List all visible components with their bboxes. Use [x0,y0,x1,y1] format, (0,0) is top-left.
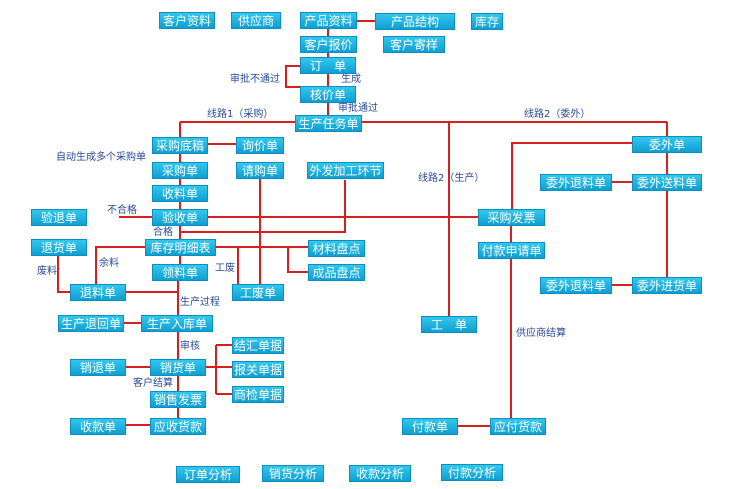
node-receiving[interactable]: 收料单 [152,185,208,202]
connector [57,255,70,293]
node-inventory-detail[interactable]: 库存明细表 [145,239,216,256]
node-production-in[interactable]: 生产入库单 [141,315,213,332]
node-inspection-return[interactable]: 验退单 [31,209,87,226]
edge-label-surplus: 余料 [99,258,119,269]
node-product-info[interactable]: 产品资料 [300,12,357,29]
connector [180,180,346,233]
node-finished-count[interactable]: 成品盘点 [308,264,365,281]
edge-label-waste: 废料 [37,266,57,277]
node-sales-invoice[interactable]: 销售发票 [150,391,206,408]
node-picking[interactable]: 领料单 [152,264,208,281]
connector [287,247,308,273]
node-customer-info[interactable]: 客户资料 [159,12,215,29]
edge-label-generate: 生成 [341,74,361,85]
edge-label-approved: 审批通过 [338,103,378,114]
node-outsource-send-material[interactable]: 委外送料单 [632,174,702,191]
node-production-return[interactable]: 生产退回单 [58,315,124,332]
node-requisition[interactable]: 请购单 [236,162,284,179]
node-inquiry[interactable]: 询价单 [236,137,284,154]
node-summary-doc[interactable]: 结汇单据 [232,337,284,354]
node-pricing-sheet[interactable]: 核价单 [300,86,356,103]
node-sales[interactable]: 销货单 [150,359,206,376]
node-order[interactable]: 订 单 [300,57,356,74]
node-outsource-order[interactable]: 委外单 [632,136,702,153]
node-payment-request[interactable]: 付款申请单 [478,242,545,259]
edge-label-review: 审核 [180,341,200,352]
node-goods-return[interactable]: 退货单 [31,239,87,256]
connector [285,65,300,88]
edge-label-route2-production: 线路2（生产） [418,173,485,184]
node-payment-analysis[interactable]: 付款分析 [441,464,503,481]
node-collection[interactable]: 收款单 [70,418,126,435]
node-inventory[interactable]: 库存 [471,13,503,30]
edge-label-customer-settlement: 客户结算 [133,378,173,389]
node-outsource-in[interactable]: 委外进货单 [632,277,702,294]
node-sales-analysis[interactable]: 销货分析 [262,465,324,482]
node-outsource-return-2[interactable]: 委外退料单 [540,277,612,294]
node-receivable[interactable]: 应收货款 [150,418,206,435]
node-order-analysis[interactable]: 订单分析 [176,466,240,483]
node-customer-sample[interactable]: 客户寄样 [383,36,445,53]
edge-label-approval-rejected: 审批不通过 [230,74,280,85]
edge-label-rejected-quality: 不合格 [107,205,137,216]
node-supplier[interactable]: 供应商 [231,12,281,29]
edge-label-auto-generate: 自动生成多个采购单 [56,152,146,163]
node-inspection-receipt[interactable]: 验收单 [152,209,208,226]
node-material-return[interactable]: 退料单 [70,284,126,301]
node-purchase-order[interactable]: 采购单 [152,162,208,179]
node-work-order[interactable]: 工 单 [421,316,477,333]
node-product-structure[interactable]: 产品结构 [375,13,455,30]
edge-label-route1: 线路1（采购） [207,109,274,120]
edge-label-route2-outsource: 线路2（委外） [524,109,591,120]
edge-label-work-waste: 工废 [215,263,235,274]
node-outsource-process[interactable]: 外发加工环节 [307,162,384,179]
node-scrap[interactable]: 工废单 [232,284,284,301]
node-payment[interactable]: 付款单 [402,418,458,435]
node-sales-return[interactable]: 销退单 [70,359,126,376]
edge-label-qualified: 合格 [153,227,173,238]
node-outsource-return-material[interactable]: 委外退料单 [540,174,612,191]
node-inspection-doc[interactable]: 商检单据 [232,386,284,403]
node-purchase-invoice[interactable]: 采购发票 [478,209,545,226]
edge-label-production-process: 生产过程 [180,297,220,308]
node-collection-analysis[interactable]: 收款分析 [349,465,411,482]
node-customs-doc[interactable]: 报关单据 [232,361,284,378]
node-material-count[interactable]: 材料盘点 [308,240,365,257]
connector [95,246,145,284]
connector [511,142,634,209]
edge-label-supplier-settlement: 供应商结算 [516,328,566,339]
node-purchase-draft[interactable]: 采购底稿 [152,137,208,154]
node-production-task[interactable]: 生产任务单 [295,115,362,132]
node-customer-quote[interactable]: 客户报价 [300,36,357,53]
node-payable[interactable]: 应付货款 [490,418,546,435]
